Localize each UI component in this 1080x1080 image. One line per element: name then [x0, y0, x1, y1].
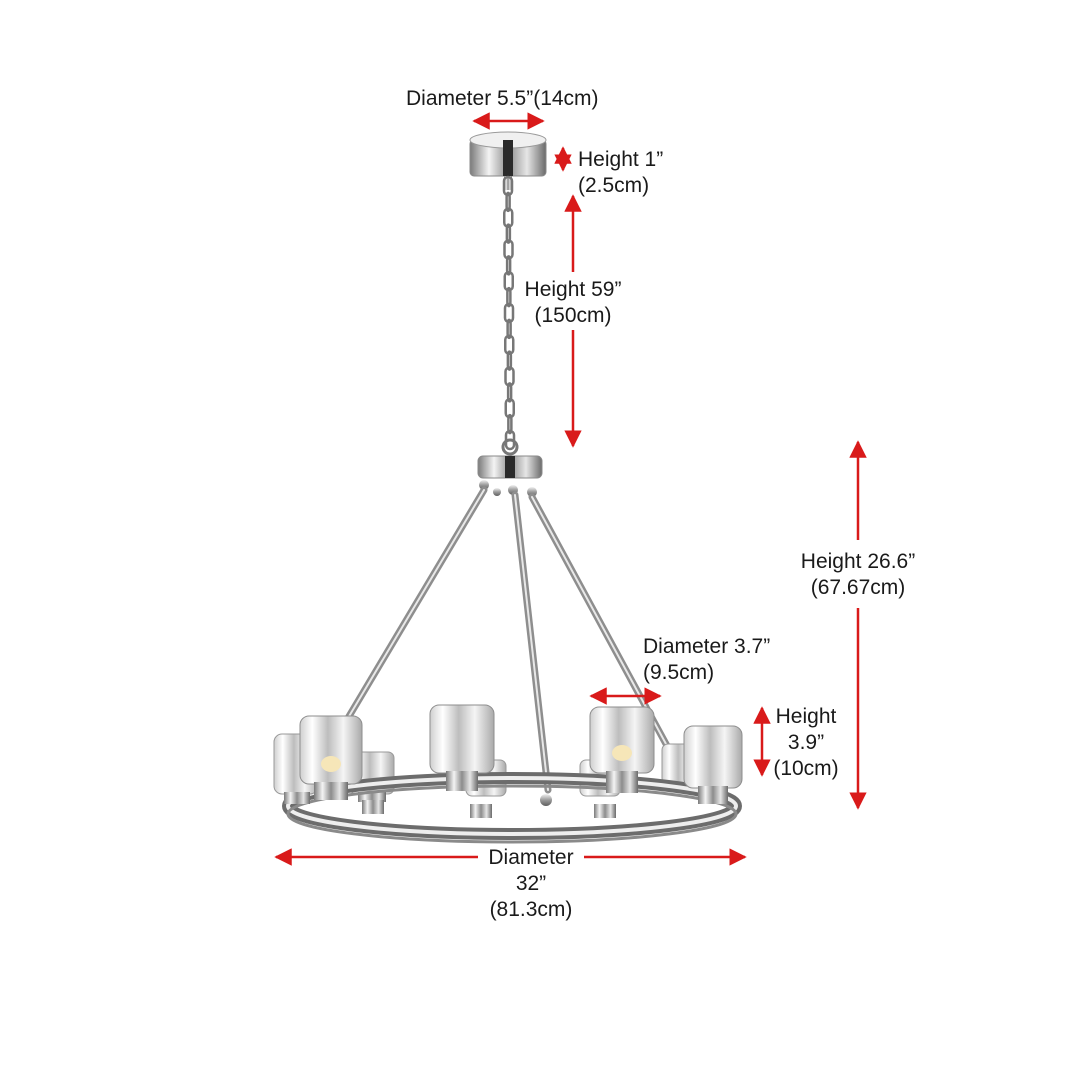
chain-link [506, 350, 513, 371]
fixture-diameter-imperial: 32” [515, 872, 547, 895]
chain-link [506, 286, 512, 308]
hub [477, 438, 543, 497]
chain-link [505, 191, 511, 213]
chain-link [506, 382, 513, 403]
chain-height-label: Height 59” [524, 278, 622, 301]
canopy-height-label: Height 1” [578, 148, 664, 171]
canopy [469, 131, 547, 190]
canopy-height-metric: (2.5cm) [578, 174, 650, 197]
chain-link [505, 223, 512, 244]
dimension-arrows [274, 112, 867, 866]
ring [282, 772, 742, 844]
shade-height-metric: (10cm) [773, 757, 839, 780]
chain-link [506, 318, 512, 340]
fixture-height-metric: (67.67cm) [810, 576, 906, 599]
shade-diameter-metric: (9.5cm) [643, 661, 715, 684]
shade-diameter-label: Diameter 3.7” [643, 635, 771, 658]
fixture-diameter-metric: (81.3cm) [489, 898, 573, 921]
canopy-diameter-label: Diameter 5.5”(14cm) [406, 87, 599, 110]
chain-link [507, 413, 513, 435]
chain-link [505, 255, 512, 276]
fixture-diameter-label: Diameter [488, 846, 574, 869]
shade-height-imperial: 3.9” [787, 731, 825, 754]
front-shades [273, 704, 743, 804]
chain-height-metric: (150cm) [534, 304, 612, 327]
shade-height-label: Height [775, 705, 837, 728]
fixture-height-label: Height 26.6” [800, 550, 916, 573]
chain [502, 175, 516, 451]
